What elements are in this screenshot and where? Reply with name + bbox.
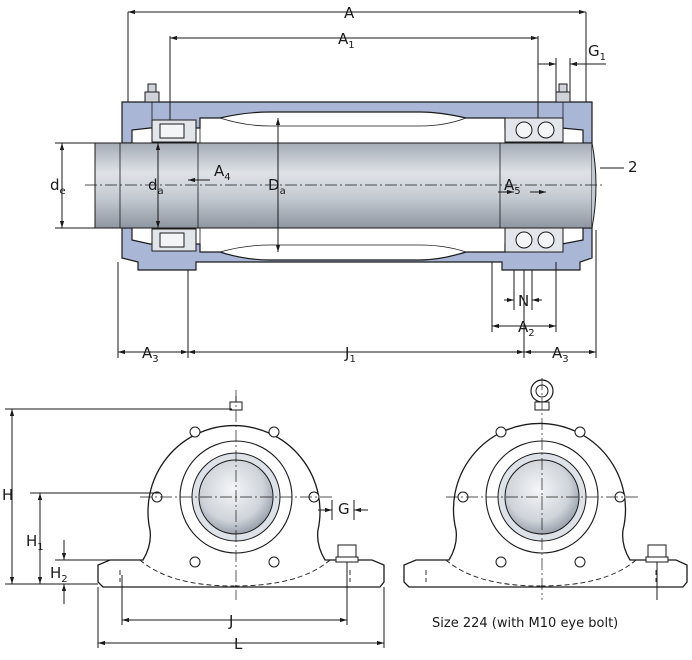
flange-bolt-holes [151, 426, 320, 568]
label-de: de [50, 176, 66, 197]
label-H1: H1 [26, 532, 44, 553]
label-H: H [2, 486, 13, 504]
flange-bolt-holes-224 [457, 426, 626, 568]
label-A3-left: A3 [142, 344, 159, 365]
bearing-right [504, 117, 564, 253]
label-2: 2 [628, 158, 638, 176]
shaft [94, 142, 593, 229]
base-bolt-224 [645, 544, 669, 600]
label-J1: J1 [344, 344, 356, 365]
caption: Size 224 (with M10 eye bolt) [432, 616, 618, 631]
label-G: G [338, 500, 350, 518]
label-A1: A1 [338, 30, 355, 51]
housing-base [121, 227, 593, 271]
bearing-left [151, 119, 197, 252]
label-J: J [228, 612, 233, 630]
label-G1: G1 [588, 42, 606, 63]
label-A: A [344, 4, 355, 22]
label-da: da [148, 176, 164, 197]
shaft-end [591, 142, 597, 229]
section-view: A A1 G1 de da A4 Da A5 2 [50, 4, 638, 365]
base-bolt [335, 544, 359, 600]
label-A4: A4 [214, 162, 231, 183]
label-A3-right: A3 [552, 344, 569, 365]
shaft-step [119, 143, 501, 228]
label-A2: A2 [518, 318, 535, 339]
top-bolt-left [144, 83, 160, 128]
label-L: L [234, 635, 243, 653]
label-A5: A5 [504, 176, 521, 197]
end-view-left: H H1 H2 G J L [2, 390, 385, 653]
label-Da: Da [268, 176, 286, 197]
label-H2: H2 [50, 564, 68, 585]
end-view-right: Size 224 (with M10 eye bolt) [403, 378, 688, 631]
